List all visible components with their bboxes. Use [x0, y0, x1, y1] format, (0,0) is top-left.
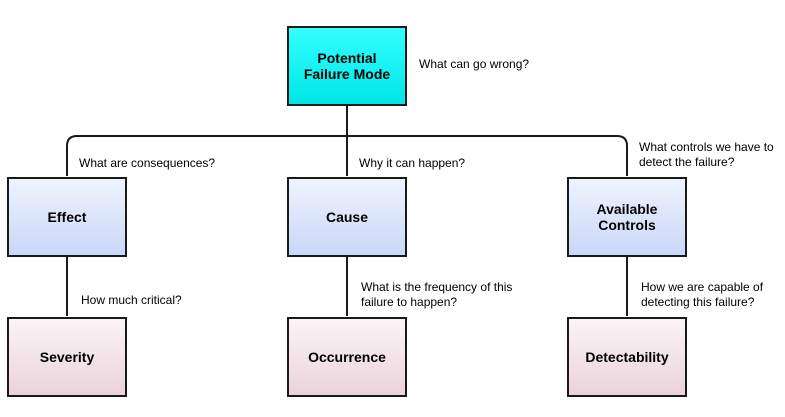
- question-occurrence: What is the frequency of this failure to…: [361, 280, 513, 309]
- node-potential-failure-mode: Potential Failure Mode: [287, 26, 407, 106]
- node-severity-label: Severity: [39, 349, 95, 365]
- question-effect: What are consequences?: [79, 156, 216, 170]
- question-failure-mode: What can go wrong?: [419, 57, 530, 71]
- node-available-controls: Available Controls: [567, 177, 687, 257]
- node-occurrence-label: Occurrence: [308, 349, 386, 365]
- connector-root-to-branches: [66, 106, 628, 176]
- node-cause: Cause: [287, 177, 407, 257]
- node-severity: Severity: [7, 317, 127, 397]
- node-detectability: Detectability: [567, 317, 687, 397]
- node-effect: Effect: [7, 177, 127, 257]
- node-effect-label: Effect: [47, 209, 87, 225]
- node-cause-label: Cause: [325, 209, 369, 225]
- question-controls: What controls we have to detect the fail…: [639, 140, 774, 169]
- question-cause: Why it can happen?: [359, 156, 466, 170]
- node-occurrence: Occurrence: [287, 317, 407, 397]
- node-available-controls-label: Available Controls: [596, 201, 658, 233]
- node-detectability-label: Detectability: [585, 349, 669, 365]
- question-detectability: How we are capable of detecting this fai…: [641, 280, 764, 309]
- question-severity: How much critical?: [81, 293, 182, 307]
- node-potential-failure-mode-label: Potential Failure Mode: [303, 50, 391, 82]
